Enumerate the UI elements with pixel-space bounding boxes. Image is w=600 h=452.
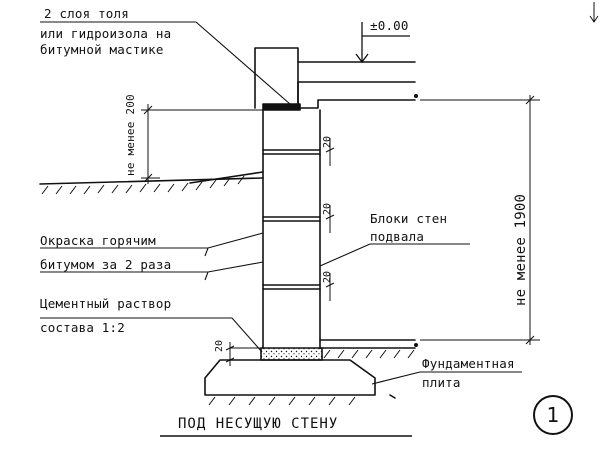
label-wall-blocks-line2: подвала bbox=[370, 229, 425, 244]
foundation-plate bbox=[204, 359, 376, 396]
label-tar-paper: 2 слоя толя bbox=[44, 6, 129, 21]
dim-joint-top: 20 bbox=[322, 135, 333, 148]
label-paint-line2: битумом за 2 раза bbox=[40, 257, 172, 272]
upper-wall bbox=[254, 47, 299, 109]
label-wall-blocks-line1: Блоки стен bbox=[370, 211, 448, 226]
basement-floor bbox=[319, 339, 416, 349]
sheet-number: 1 bbox=[546, 403, 560, 427]
dim-joint-mid: 20 bbox=[322, 202, 333, 215]
label-not-less-1900: не менее 1900 bbox=[513, 193, 529, 306]
label-not-less-200: не менее 200 bbox=[124, 94, 137, 176]
label-waterproofing-line1: или гидроизола на bbox=[40, 26, 172, 41]
block-joint-1 bbox=[262, 149, 321, 155]
ground-line bbox=[39, 177, 264, 185]
floor-slab bbox=[297, 61, 416, 109]
label-paint-line1: Окраска горячим bbox=[40, 233, 156, 248]
dim-joint-low: 20 bbox=[322, 270, 333, 283]
basement-wall bbox=[262, 109, 321, 349]
label-mortar-line1: Цементный раствор bbox=[40, 296, 172, 311]
sheet-number-badge: 1 bbox=[533, 395, 573, 435]
drawing-title: ПОД НЕСУЩУЮ СТЕНУ bbox=[178, 416, 339, 432]
label-level-mark: ±0.00 bbox=[370, 18, 409, 33]
label-waterproofing-line2: битумной мастике bbox=[40, 42, 164, 57]
cement-mortar-bed bbox=[260, 347, 323, 361]
dim-joint-bottom: 20 bbox=[214, 339, 225, 352]
label-foundation-plate-line2: плита bbox=[422, 375, 461, 390]
label-foundation-plate-line1: Фундаментная bbox=[422, 356, 515, 371]
block-joint-2 bbox=[262, 216, 321, 222]
label-mortar-line2: состава 1:2 bbox=[40, 320, 125, 335]
waterproofing-layer bbox=[262, 103, 301, 111]
ground-slope bbox=[189, 171, 264, 184]
block-joint-3 bbox=[262, 284, 321, 290]
